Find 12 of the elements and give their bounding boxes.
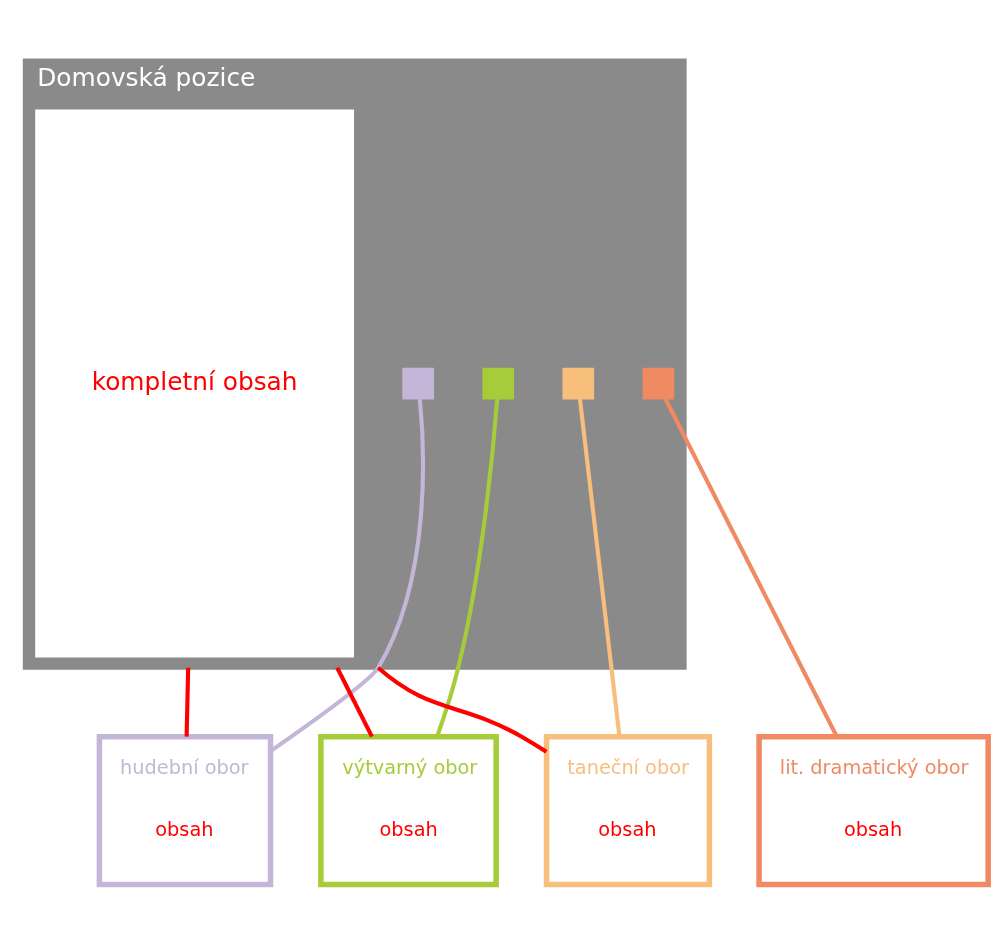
- node-box: hudební obor obsah: [96, 734, 274, 888]
- node-box: výtvarný obor obsah: [318, 734, 499, 888]
- node-box: [402, 367, 435, 400]
- connector: [184, 667, 191, 737]
- node-box: [482, 367, 515, 400]
- node-box: [562, 367, 595, 400]
- connector: [376, 666, 548, 754]
- node-box: [642, 367, 675, 400]
- node-box: kompletní obsah: [35, 109, 354, 658]
- node-box: taneční obor obsah: [543, 734, 713, 888]
- node-box: lit. dramatický obor obsah: [756, 734, 991, 888]
- connector: [335, 666, 374, 738]
